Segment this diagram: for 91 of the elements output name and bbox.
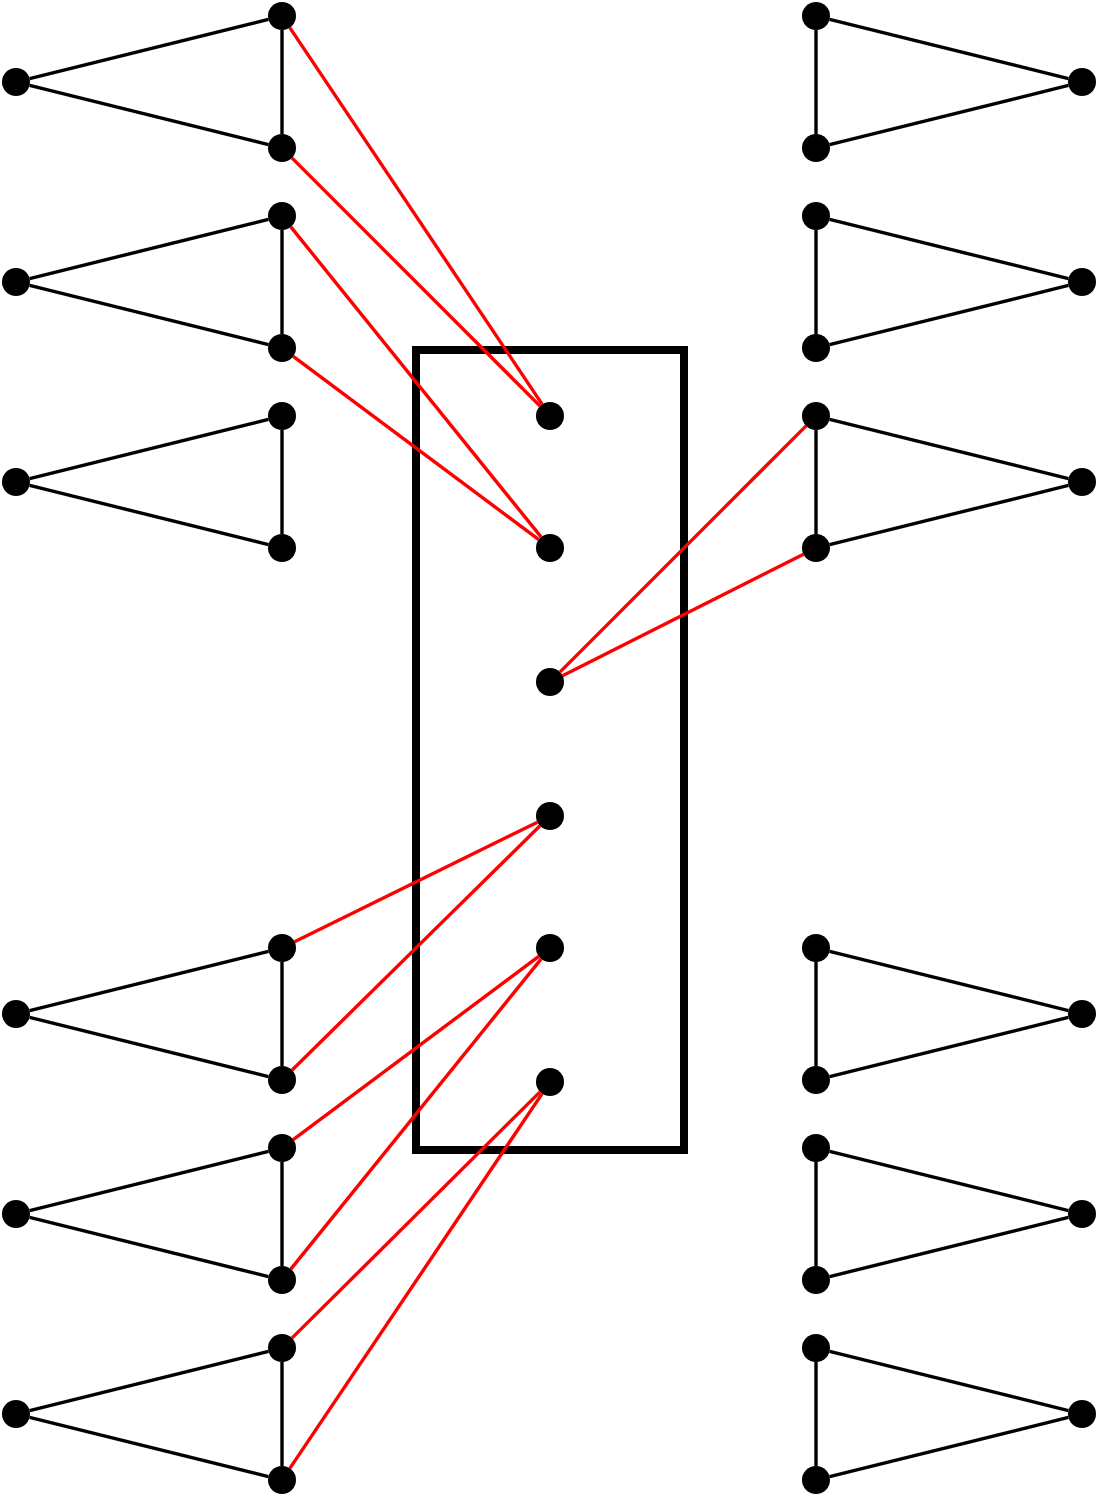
vertex-dot <box>268 1066 296 1094</box>
connector-line <box>814 430 818 534</box>
connector-line <box>829 949 1069 1013</box>
connector-line <box>288 26 544 406</box>
vertex-dot <box>802 202 830 230</box>
connector-line <box>29 217 269 281</box>
vertex-dot <box>268 934 296 962</box>
connector-line <box>829 1015 1069 1079</box>
connector-line <box>29 483 269 547</box>
vertex-dot <box>802 1134 830 1162</box>
vertex-dot <box>802 1466 830 1494</box>
vertex-dot <box>802 2 830 30</box>
vertex-dot <box>268 2 296 30</box>
connector-line <box>289 957 543 1271</box>
connector-line <box>829 1149 1069 1213</box>
connector-line <box>29 1015 269 1079</box>
connector-line <box>280 962 284 1066</box>
vertex-dot <box>536 534 564 562</box>
connector-line <box>829 283 1069 347</box>
connector-line <box>29 417 269 481</box>
vertex-dot <box>2 468 30 496</box>
connector-line <box>290 1090 542 1340</box>
vertex-dot <box>268 1334 296 1362</box>
vertex-dot <box>536 668 564 696</box>
connector-line <box>814 1162 818 1266</box>
connector-line <box>814 30 818 134</box>
vertex-dot <box>268 1134 296 1162</box>
vertex-dot <box>268 202 296 230</box>
connector-line <box>280 30 284 134</box>
connector-line <box>829 1415 1069 1479</box>
connector-line <box>829 1349 1069 1413</box>
vertex-dot <box>1068 468 1096 496</box>
vertex-dot <box>268 534 296 562</box>
vertex-dot <box>802 934 830 962</box>
vertex-dot <box>536 402 564 430</box>
vertex-dot <box>2 1400 30 1428</box>
connector-line <box>829 217 1069 281</box>
connector-line <box>29 949 269 1013</box>
connector-line <box>561 552 805 678</box>
vertex-dot <box>268 402 296 430</box>
vertex-dot <box>268 1466 296 1494</box>
connector-line <box>292 355 540 541</box>
vertex-dot <box>536 802 564 830</box>
connector-line <box>29 1349 269 1413</box>
vertex-dot <box>1068 1200 1096 1228</box>
vertex-dot <box>802 534 830 562</box>
vertex-dot <box>1068 268 1096 296</box>
connector-line <box>558 424 808 674</box>
connector-line <box>29 1415 269 1479</box>
connector-line <box>280 230 284 334</box>
connector-line <box>29 17 269 81</box>
connector-line <box>814 962 818 1066</box>
connector-line <box>829 483 1069 547</box>
connector-line <box>814 230 818 334</box>
connector-line <box>280 1162 284 1266</box>
connector-line <box>29 1149 269 1213</box>
vertex-dot <box>802 1266 830 1294</box>
vertex-dot <box>802 1334 830 1362</box>
connector-line <box>293 820 539 944</box>
vertex-dot <box>2 68 30 96</box>
vertex-dot <box>536 1068 564 1096</box>
vertex-dot <box>802 402 830 430</box>
vertex-dot <box>2 268 30 296</box>
vertex-dot <box>1068 1400 1096 1428</box>
vertex-dot <box>268 1266 296 1294</box>
connector-line <box>29 283 269 347</box>
vertex-dot <box>536 934 564 962</box>
vertex-dot <box>802 334 830 362</box>
vertex-dot <box>802 134 830 162</box>
vertex-dot <box>1068 68 1096 96</box>
connector-line <box>29 1215 269 1279</box>
vertex-dot <box>2 1200 30 1228</box>
connector-line <box>280 430 284 534</box>
connector-line <box>290 824 542 1072</box>
connector-line <box>289 225 543 539</box>
connector-line <box>290 156 542 408</box>
vertex-dot <box>802 1066 830 1094</box>
connector-line <box>829 17 1069 81</box>
connector-line <box>814 1362 818 1466</box>
vertex-dot <box>1068 1000 1096 1028</box>
connector-line <box>829 417 1069 481</box>
connector-line <box>829 1215 1069 1279</box>
vertex-dot <box>268 334 296 362</box>
vertex-dot <box>2 1000 30 1028</box>
connector-line <box>29 83 269 147</box>
connector-line <box>292 955 540 1141</box>
connector-line <box>288 1092 544 1470</box>
vertex-dot <box>268 134 296 162</box>
connector-line <box>280 1362 284 1466</box>
container-frame <box>412 346 688 1154</box>
connector-line <box>829 83 1069 147</box>
